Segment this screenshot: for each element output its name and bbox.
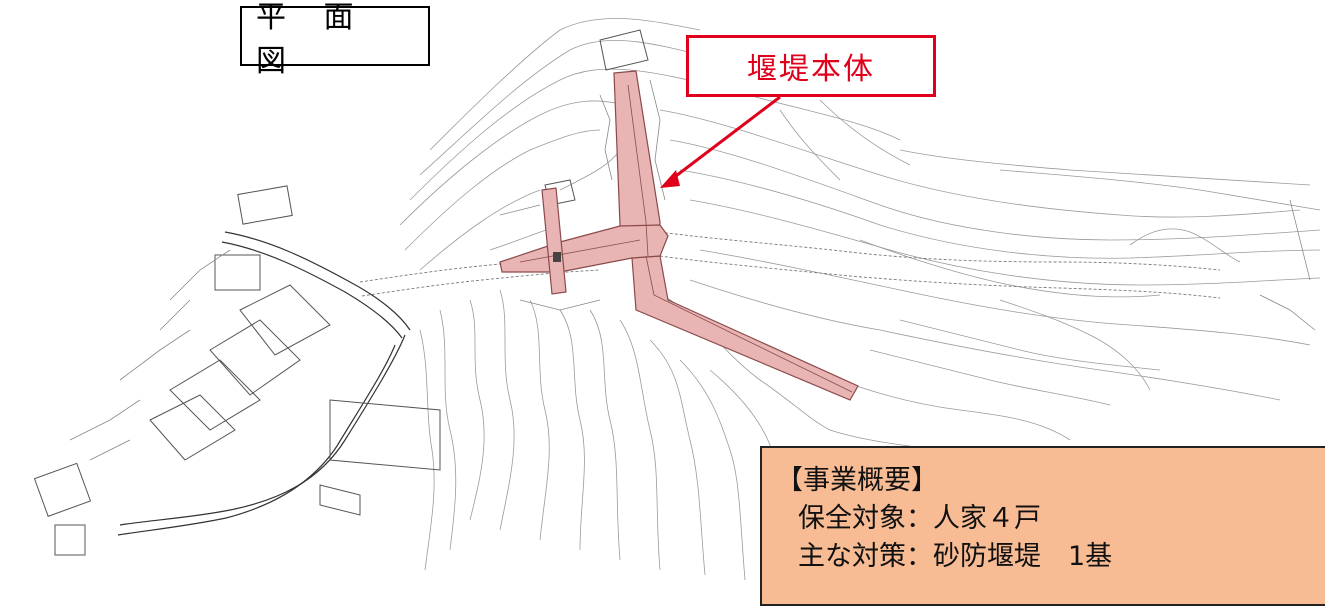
dam-body [499,70,859,401]
sub-dam [541,187,567,295]
overview-line-main-measure: 主な対策：砂防堰堤 1基 [798,541,1113,572]
road [117,231,411,536]
buildings [33,29,649,556]
plan-view-map [33,18,1321,581]
project-overview-box: 【事業概要】 保全対象：人家４戸 主な対策：砂防堰堤 1基 [760,446,1325,606]
contour-lines [399,18,1321,581]
page-title: 平 面 図 [240,0,430,79]
dam-apron [499,224,669,273]
overview-heading: 【事業概要】 [776,465,938,496]
stream-banks [359,231,1221,299]
terrain-details [69,79,1316,461]
callout-arrow [660,95,781,188]
dam-body-callout: 堰堤本体 [686,35,936,97]
overview-line-protection-target: 保全対象：人家４戸 [798,503,1041,534]
